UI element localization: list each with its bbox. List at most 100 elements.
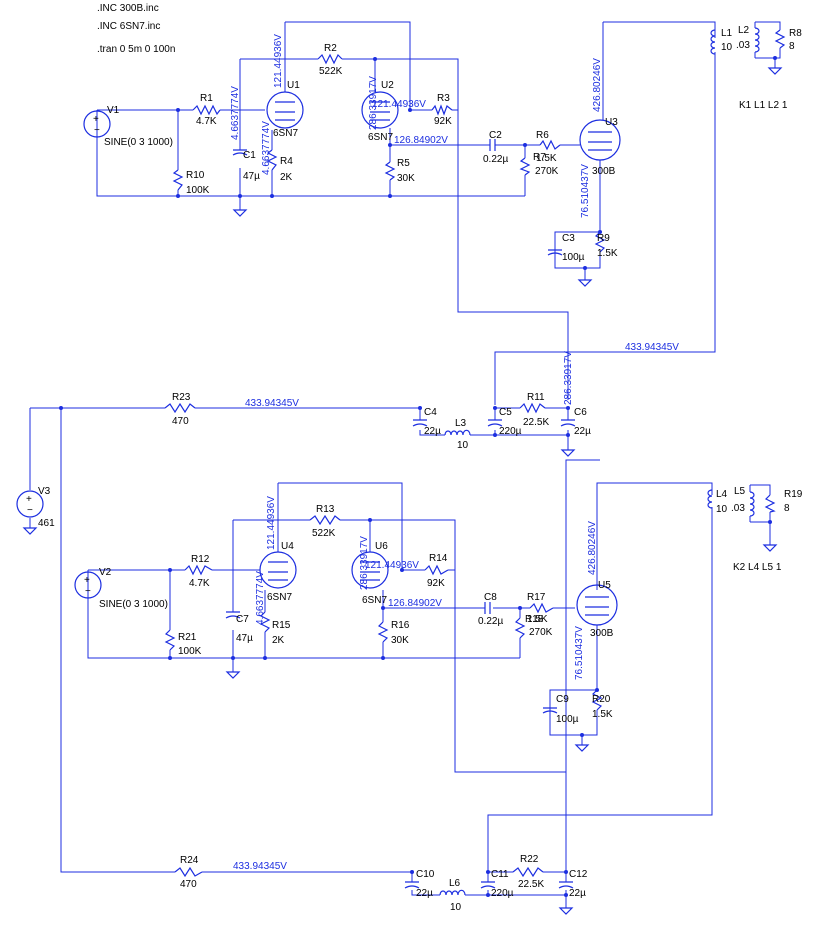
r21-value: 100K xyxy=(178,646,202,657)
u3-tube-symbol[interactable] xyxy=(579,119,621,161)
l4-symbol[interactable] xyxy=(707,489,713,509)
l2-value: .03 xyxy=(736,40,750,51)
r5-name: R5 xyxy=(397,158,410,169)
voltage-433-psu-top: 433.94345V xyxy=(245,398,299,409)
r3-value: 92K xyxy=(434,116,452,127)
c2-symbol[interactable] xyxy=(489,139,496,151)
c9-symbol[interactable] xyxy=(542,707,558,714)
l2-name: L2 xyxy=(738,25,750,36)
r9-symbol[interactable] xyxy=(594,231,606,253)
v1-value: SINE(0 3 1000) xyxy=(104,137,173,148)
u5-name: U5 xyxy=(598,580,611,591)
l6-symbol[interactable] xyxy=(439,889,466,896)
l3-name: L3 xyxy=(455,418,467,429)
c10-symbol[interactable] xyxy=(404,881,420,889)
r3-symbol[interactable] xyxy=(431,104,453,116)
junction-dots xyxy=(59,56,777,897)
r20-value: 1.5K xyxy=(592,709,613,720)
r2-symbol[interactable] xyxy=(317,53,343,65)
r15-name: R15 xyxy=(272,620,291,631)
c3-symbol[interactable] xyxy=(547,249,563,256)
r17-name: R17 xyxy=(527,592,546,603)
r18-symbol[interactable] xyxy=(514,617,526,639)
r4-symbol[interactable] xyxy=(266,149,278,171)
r21-symbol[interactable] xyxy=(164,629,176,651)
r11-symbol[interactable] xyxy=(519,402,546,414)
r1-symbol[interactable] xyxy=(192,104,221,116)
c5-name: C5 xyxy=(499,407,512,418)
r22-symbol[interactable] xyxy=(512,866,544,878)
v1-name: V1 xyxy=(107,105,120,116)
c12-symbol[interactable] xyxy=(558,881,574,889)
r3-name: R3 xyxy=(437,93,450,104)
c8-name: C8 xyxy=(484,592,497,603)
r8-symbol[interactable] xyxy=(774,29,786,49)
u4-tube-symbol[interactable] xyxy=(259,551,297,589)
r15-symbol[interactable] xyxy=(259,611,271,633)
r12-value: 4.7K xyxy=(189,578,210,589)
c7-value: 47µ xyxy=(236,633,253,644)
c4-symbol[interactable] xyxy=(412,419,428,427)
u1-tube-symbol[interactable] xyxy=(266,91,304,129)
voltage-121-plate-bottom: 121.44936V xyxy=(365,560,419,571)
svg-text:−: − xyxy=(85,586,91,597)
r22-value: 22.5K xyxy=(518,879,544,890)
c8-symbol[interactable] xyxy=(484,602,491,614)
v3-symbol[interactable]: +− xyxy=(16,490,44,518)
coupling-top: K1 L1 L2 1 xyxy=(739,100,788,111)
r14-symbol[interactable] xyxy=(424,564,449,576)
r12-name: R12 xyxy=(191,554,210,565)
c6-symbol[interactable] xyxy=(560,419,576,427)
directive-inc-6sn7: .INC 6SN7.inc xyxy=(97,21,160,32)
voltage-286-bottom: 286.33917V xyxy=(359,536,370,590)
l3-symbol[interactable] xyxy=(444,429,471,436)
r10-value: 100K xyxy=(186,185,210,196)
r7-symbol[interactable] xyxy=(519,157,531,176)
c7-name: C7 xyxy=(236,614,249,625)
c1-symbol[interactable] xyxy=(232,149,248,156)
r19-value: 8 xyxy=(784,503,790,514)
l1-name: L1 xyxy=(721,28,733,39)
u2-tube-symbol[interactable] xyxy=(361,91,399,129)
svg-text:+: + xyxy=(93,114,99,125)
r12-symbol[interactable] xyxy=(184,564,213,576)
voltage-4663-cathode-top: 4.6637774V xyxy=(261,121,272,175)
r24-symbol[interactable] xyxy=(174,866,203,878)
r13-value: 522K xyxy=(312,528,336,539)
r6-symbol[interactable] xyxy=(539,139,561,151)
r2-value: 522K xyxy=(319,66,343,77)
l1-symbol[interactable] xyxy=(710,29,716,55)
u6-tube-symbol[interactable] xyxy=(351,551,389,589)
r4-name: R4 xyxy=(280,156,293,167)
u5-tube-symbol[interactable] xyxy=(576,584,618,626)
r20-symbol[interactable] xyxy=(591,689,603,711)
c10-name: C10 xyxy=(416,869,435,880)
c7-symbol[interactable] xyxy=(225,611,241,619)
r23-name: R23 xyxy=(172,392,191,403)
c5-symbol[interactable] xyxy=(487,419,503,427)
voltage-433-psu-bottom: 433.94345V xyxy=(233,861,287,872)
r5-symbol[interactable] xyxy=(384,161,396,181)
v2-symbol[interactable]: +− xyxy=(74,571,102,599)
r19-symbol[interactable] xyxy=(764,494,776,513)
wires xyxy=(29,21,781,908)
r10-symbol[interactable] xyxy=(172,169,184,191)
voltage-426-bottom: 426.80246V xyxy=(587,521,598,575)
r17-symbol[interactable] xyxy=(529,602,554,614)
v1-symbol[interactable]: +− xyxy=(83,110,111,138)
voltage-4663-bottom: 4.6637774V xyxy=(255,571,266,625)
c11-symbol[interactable] xyxy=(480,881,496,889)
l5-symbol[interactable] xyxy=(749,485,755,522)
r23-symbol[interactable] xyxy=(164,402,196,414)
coupling-bottom: K2 L4 L5 1 xyxy=(733,562,782,573)
r5-value: 30K xyxy=(397,173,415,184)
r10-name: R10 xyxy=(186,170,205,181)
r16-symbol[interactable] xyxy=(377,621,389,643)
r13-symbol[interactable] xyxy=(309,514,341,526)
c8-value: 0.22µ xyxy=(478,616,503,627)
c12-value: 22µ xyxy=(569,888,586,899)
r7-name: R7 xyxy=(533,152,546,163)
l1-value: 10 xyxy=(721,42,733,53)
l2-symbol[interactable] xyxy=(754,22,760,58)
